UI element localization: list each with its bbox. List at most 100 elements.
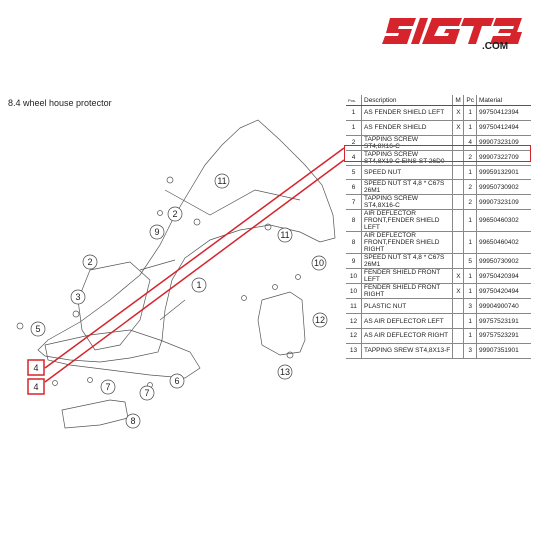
- cell-num: 2: [346, 135, 362, 151]
- header-material: Material: [476, 95, 531, 106]
- cell-material: 99907323109: [476, 194, 531, 211]
- cell-description: AIR DEFLECTOR FRONT,FENDER SHIELD LEFT: [360, 209, 453, 233]
- cell-num: 9: [346, 253, 362, 270]
- cell-m: X: [452, 268, 464, 285]
- lower-shield-part: [44, 329, 201, 379]
- cell-m: [452, 253, 464, 270]
- cell-material: 99757523191: [476, 313, 531, 329]
- cell-pc: 1: [463, 165, 477, 181]
- cell-pc: 1: [463, 120, 477, 136]
- cell-pc: 2: [463, 194, 477, 211]
- cell-pc: 1: [463, 209, 477, 233]
- cell-num: 8: [346, 209, 362, 233]
- cell-pc: 1: [463, 283, 477, 300]
- callout-2a: 2: [172, 209, 177, 219]
- callout-3: 3: [75, 292, 80, 302]
- callout-8: 8: [130, 416, 135, 426]
- cell-material: 99750412494: [476, 120, 531, 136]
- callout-2b: 2: [87, 257, 92, 267]
- cell-m: [452, 135, 464, 151]
- cell-material: 99950730902: [476, 253, 531, 270]
- brand-logo-sub: .COM: [482, 41, 509, 52]
- header-description: Description: [360, 95, 453, 106]
- cell-pc: 1: [463, 328, 477, 344]
- cell-description: FENDER SHIELD FRONT LEFT: [360, 268, 453, 285]
- cell-m: X: [452, 105, 464, 121]
- cell-num: 10: [346, 283, 362, 300]
- cell-description: TAPPING SCREW ST4,8X16-C: [360, 194, 453, 211]
- cell-m: [452, 231, 464, 255]
- cell-material: 99750420494: [476, 283, 531, 300]
- brand-logo: [382, 18, 522, 44]
- callout-13: 13: [280, 367, 290, 377]
- header-pos: Pos.: [346, 95, 362, 106]
- cell-description: PLASTIC NUT: [360, 298, 453, 315]
- cell-material: 99650460402: [476, 231, 531, 255]
- highlighted-row-frame: [344, 145, 531, 162]
- callout-highlight-4a: [27, 359, 45, 376]
- callout-highlight-4b: [27, 378, 45, 395]
- cell-m: X: [452, 120, 464, 136]
- callout-12: 12: [315, 315, 325, 325]
- callout-11b: 11: [280, 230, 289, 240]
- cell-pc: 3: [463, 343, 477, 359]
- cell-num: 12: [346, 328, 362, 344]
- cell-material: 99650460302: [476, 209, 531, 233]
- cell-description: AIR DEFLECTOR FRONT,FENDER SHIELD RIGHT: [360, 231, 453, 255]
- callout-7b: 7: [144, 388, 149, 398]
- cell-m: [452, 194, 464, 211]
- cell-num: 12: [346, 313, 362, 329]
- cell-material: 99950730902: [476, 179, 531, 196]
- cell-m: [452, 328, 464, 344]
- callout-4b: 4: [33, 382, 38, 392]
- cell-description: AS FENDER SHIELD LEFT: [360, 105, 453, 121]
- cell-num: 5: [346, 165, 362, 181]
- cell-m: X: [452, 283, 464, 300]
- cell-m: [452, 209, 464, 233]
- callout-9: 9: [154, 227, 159, 237]
- cell-description: SPEED NUT: [360, 165, 453, 181]
- cell-m: [452, 313, 464, 329]
- cell-description: TAPPING SREW ST4,8X13-F: [360, 343, 453, 359]
- cell-num: 13: [346, 343, 362, 359]
- cell-description: SPEED NUT ST 4,8 * C67S 26M1: [360, 179, 453, 196]
- header-m: M: [452, 95, 464, 106]
- cell-num: 8: [346, 231, 362, 255]
- cell-num: 10: [346, 268, 362, 285]
- callout-7a: 7: [105, 382, 110, 392]
- cell-description: TAPPING SCREW ST4,8X16-C: [360, 135, 453, 151]
- cell-description: SPEED NUT ST 4,8 * C67S 26M1: [360, 253, 453, 270]
- callout-4a: 4: [33, 363, 38, 373]
- cell-pc: 4: [463, 135, 477, 151]
- page-title: 8.4 wheel house protector: [8, 98, 112, 108]
- callout-10: 10: [314, 258, 324, 268]
- cell-material: 99904900740: [476, 298, 531, 315]
- cell-pc: 2: [463, 179, 477, 196]
- cell-num: 11: [346, 298, 362, 315]
- callout-1: 1: [196, 280, 201, 290]
- cell-pc: 5: [463, 253, 477, 270]
- cell-description: AS AIR DEFLECTOR RIGHT: [360, 328, 453, 344]
- fender-shield-part: [37, 119, 336, 363]
- cell-m: [452, 179, 464, 196]
- cell-m: [452, 150, 464, 166]
- cell-description: AS FENDER SHIELD: [360, 120, 453, 136]
